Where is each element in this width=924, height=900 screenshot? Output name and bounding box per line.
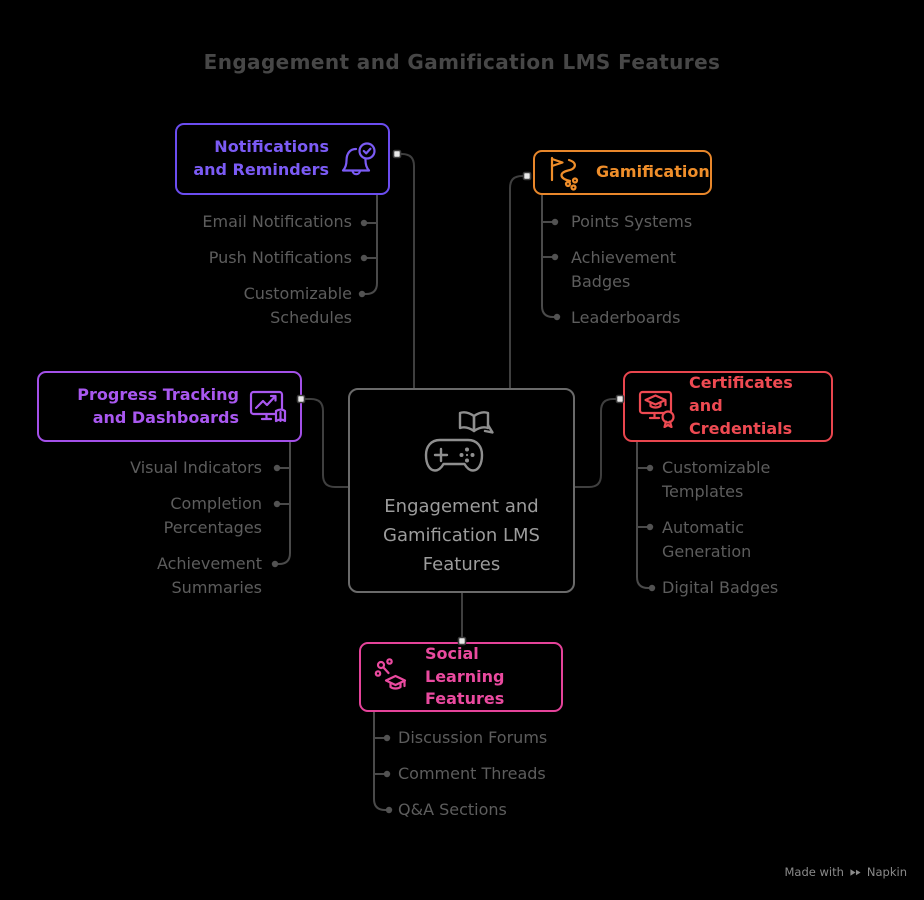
sub-item-achievement-badges: Achievement Badges — [571, 248, 677, 291]
edge-gamification-center — [509, 175, 525, 389]
certificate-monitor-icon — [638, 390, 675, 428]
tick-dot — [273, 464, 281, 472]
edge-progress-center — [303, 398, 350, 488]
tick-dot — [271, 560, 279, 568]
napkin-logo-icon — [850, 868, 861, 876]
tick-dot — [553, 313, 561, 321]
branch-progress-label: Progress Tracking and Dashboards — [77, 384, 239, 427]
edge-certificates-center — [574, 398, 621, 488]
branch-notifications-box: Notifications and Reminders — [175, 123, 390, 195]
center-node: Engagement and Gamification LMS Features — [348, 388, 575, 593]
subedge-certificates — [636, 441, 650, 589]
sub-item-email-notifications: Email Notifications — [202, 212, 352, 231]
branch-certificates-box: Certificates and Credentials — [623, 371, 833, 442]
branch-gamification-label: Gamification — [596, 162, 710, 182]
tick-dot — [360, 254, 368, 262]
sub-item-customizable-schedules: Customizable Schedules — [243, 284, 352, 327]
tick-dot — [383, 734, 391, 742]
tick-dot — [648, 584, 656, 592]
subedge-gamification — [541, 194, 555, 318]
center-node-label: Engagement and Gamification LMS Features — [383, 496, 540, 575]
dashboard-chart-icon — [249, 390, 287, 422]
tick-dot — [646, 464, 654, 472]
tick-dot — [551, 218, 559, 226]
sub-item-points-systems: Points Systems — [571, 212, 693, 231]
edge-notifications-center — [399, 153, 415, 389]
branch-social-box: Social Learning Features — [359, 642, 563, 712]
subedge-progress — [277, 441, 291, 565]
social-learning-icon — [374, 658, 407, 690]
sub-item-customizable-templates: Customizable Templates — [662, 458, 771, 501]
made-with-label: Made with — [784, 865, 844, 879]
sub-item-qa-sections: Q&A Sections — [398, 800, 507, 819]
tick-dot — [385, 806, 393, 814]
tick-dot — [646, 523, 654, 531]
tick-dot — [551, 253, 559, 261]
sub-item-visual-indicators: Visual Indicators — [130, 458, 262, 477]
bell-check-icon — [341, 142, 376, 176]
sub-item-push-notifications: Push Notifications — [208, 248, 352, 267]
branch-notifications-label: Notifications and Reminders — [193, 137, 329, 179]
tick-dot — [383, 770, 391, 778]
subedge-social — [373, 711, 387, 811]
sub-item-discussion-forums: Discussion Forums — [398, 728, 548, 747]
branch-social-label: Social Learning Features — [425, 643, 505, 709]
sub-item-achievement-summaries: Achievement Summaries — [156, 554, 262, 597]
branch-gamification-box: Gamification — [533, 150, 712, 195]
branch-progress-box: Progress Tracking and Dashboards — [37, 371, 302, 442]
flag-path-icon — [550, 156, 579, 191]
tick-dot — [273, 500, 281, 508]
page-title: Engagement and Gamification LMS Features — [203, 50, 721, 74]
sub-item-digital-badges: Digital Badges — [662, 578, 779, 597]
gamepad-and-book-icon — [424, 411, 494, 472]
napkin-credit[interactable]: Made with Napkin — [785, 865, 908, 879]
sub-item-automatic-generation: Automatic Generation — [662, 518, 752, 561]
sub-item-completion-percentages: Completion Percentages — [163, 494, 262, 537]
tick-dot — [358, 290, 366, 298]
brand-label: Napkin — [866, 865, 907, 879]
subedge-notifications — [364, 194, 378, 295]
sub-item-comment-threads: Comment Threads — [398, 764, 546, 783]
tick-dot — [360, 219, 368, 227]
branch-certificates-label: Certificates and Credentials — [689, 373, 793, 438]
sub-item-leaderboards: Leaderboards — [571, 308, 681, 327]
